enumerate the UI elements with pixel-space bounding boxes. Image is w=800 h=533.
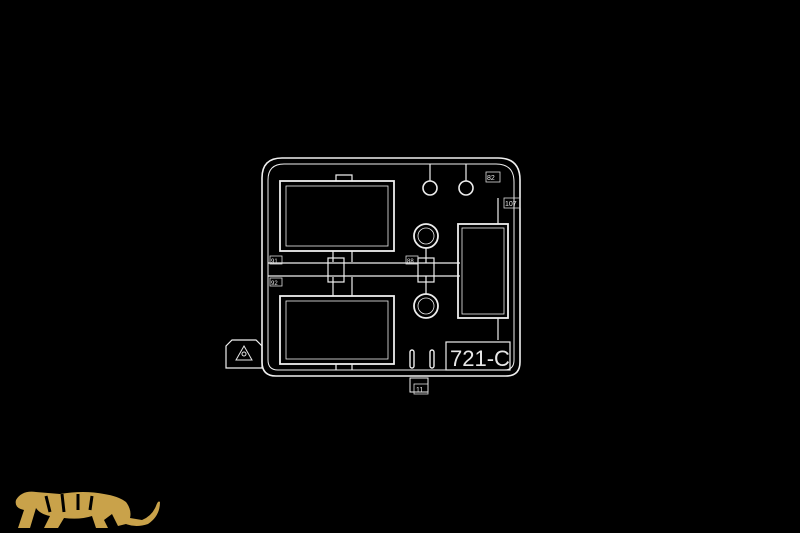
sprue-frame — [225, 157, 521, 377]
part-number-11: 11 — [416, 387, 423, 394]
part-number-88: 88 — [407, 259, 414, 265]
runner-hubs — [327, 257, 435, 283]
tiger-logo-icon — [15, 491, 160, 528]
right-window-part — [457, 198, 509, 340]
sprue-code-plate — [445, 341, 511, 371]
part-number-tags — [269, 171, 521, 395]
round-lens-parts — [413, 223, 439, 319]
small-top-lenses — [422, 164, 474, 196]
upper-window-part — [279, 174, 395, 262]
sprue-code: 721-C — [450, 346, 510, 371]
part-number-92: 92 — [271, 281, 278, 287]
part-number-107: 107 — [505, 201, 517, 208]
small-rod-parts — [409, 349, 435, 393]
part-number-82: 82 — [487, 175, 495, 182]
lower-window-part — [279, 277, 395, 370]
recycle-icon — [235, 344, 253, 361]
part-number-91: 91 — [271, 259, 278, 265]
